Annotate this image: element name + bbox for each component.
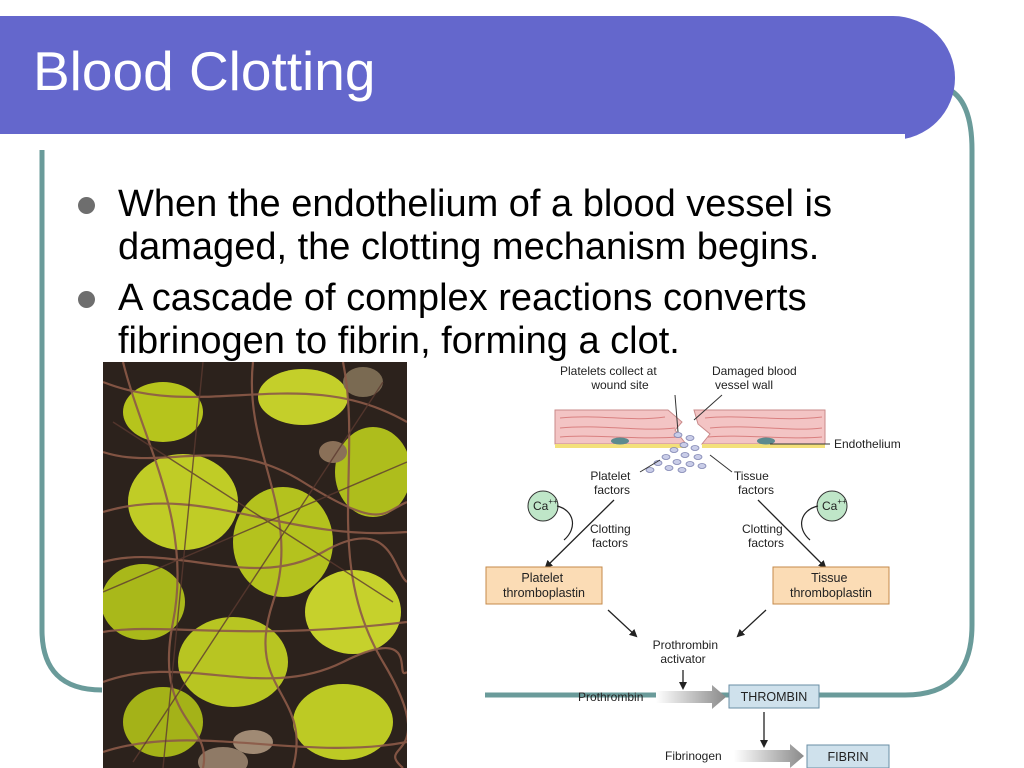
fibrinogen-label: Fibrinogen bbox=[665, 749, 722, 763]
bullet-list: When the endothelium of a blood vessel i… bbox=[74, 183, 954, 371]
bullet-dot bbox=[78, 291, 95, 308]
clotting-factors-label: Clotting factors bbox=[742, 522, 786, 550]
endothelial-cell-nucleus bbox=[611, 437, 629, 445]
fibrin-box bbox=[806, 744, 890, 768]
slide-title: Blood Clotting bbox=[33, 40, 376, 102]
bullet-text: A cascade of complex reactions converts … bbox=[118, 277, 807, 362]
thrombin-box bbox=[728, 684, 820, 709]
fibrinogen-to-fibrin-arrow bbox=[734, 744, 804, 768]
bullet-item: A cascade of complex reactions converts … bbox=[74, 277, 954, 363]
title-underline bbox=[0, 134, 905, 140]
platelet-factors-label: Platelet factors bbox=[590, 469, 633, 497]
tissue-factors-label: Tissue factors bbox=[734, 469, 774, 497]
platelets-cluster bbox=[645, 432, 707, 473]
bullet-text: When the endothelium of a blood vessel i… bbox=[118, 183, 832, 268]
calcium-ion-label: Ca++ bbox=[822, 497, 847, 513]
tissue-thromboplastin-label: Tissue thromboplastin bbox=[790, 571, 872, 600]
platelet-thromboplastin-label: Platelet thromboplastin bbox=[503, 571, 585, 600]
endothelium-label: Endothelium bbox=[834, 437, 901, 451]
platelets-collect-label: Platelets collect at wound site bbox=[560, 364, 660, 392]
endothelial-cell-nucleus bbox=[757, 437, 775, 445]
clotting-factors-label: Clotting factors bbox=[590, 522, 634, 550]
bullet-item: When the endothelium of a blood vessel i… bbox=[74, 183, 954, 269]
platelet-thromboplastin-box bbox=[485, 566, 603, 605]
prothrombin-to-thrombin-arrow bbox=[656, 685, 726, 709]
thrombin-label: THROMBIN bbox=[741, 690, 808, 704]
fibrin-micrograph-image bbox=[103, 362, 407, 768]
tissue-thromboplastin-box bbox=[772, 566, 890, 605]
title-bar bbox=[0, 16, 955, 140]
fibrin-label: FIBRIN bbox=[828, 750, 869, 764]
prothrombin-activator-label: Prothrombin activator bbox=[653, 638, 722, 666]
damaged-vessel-wall-label: Damaged blood vessel wall bbox=[712, 364, 800, 392]
prothrombin-label: Prothrombin bbox=[578, 690, 643, 704]
bullet-dot bbox=[78, 197, 95, 214]
calcium-ion-label: Ca++ bbox=[533, 497, 558, 513]
clotting-cascade-diagram: Platelets collect at wound site Damaged … bbox=[485, 364, 901, 768]
